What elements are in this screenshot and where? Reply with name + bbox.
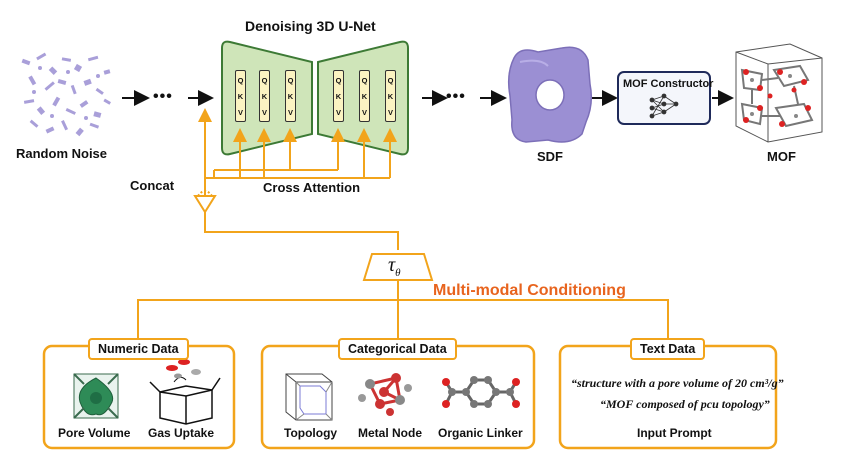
unet-title: Denoising 3D U-Net [245, 18, 376, 34]
pore-volume-label: Pore Volume [58, 426, 131, 440]
random-noise-label: Random Noise [16, 146, 108, 161]
organic-linker-icon [442, 376, 520, 408]
concat-dashes [197, 190, 213, 197]
mof-structure [735, 43, 823, 143]
gas-uptake-icon [149, 359, 221, 425]
topology-icon [285, 373, 333, 421]
input-prompt-label: Input Prompt [637, 426, 712, 440]
mof-constructor-label: MOF Constructor [623, 78, 714, 90]
pore-volume-icon [73, 373, 119, 419]
sdf-shape [507, 46, 593, 143]
dots-right: ••• [446, 88, 466, 105]
numeric-data-title: Numeric Data [88, 338, 189, 360]
tau-encoder-block [362, 253, 434, 281]
dots-left: ••• [153, 88, 173, 105]
organic-linker-label: Organic Linker [438, 426, 523, 440]
multimodal-title: Multi-modal Conditioning [433, 282, 626, 299]
neural-net-icon [649, 93, 679, 119]
categorical-data-title: Categorical Data [338, 338, 457, 360]
metal-node-label: Metal Node [358, 426, 423, 440]
random-noise-image [21, 52, 111, 137]
concat-funnel [193, 195, 217, 214]
topology-label: Topology [284, 426, 338, 440]
sdf-label: SDF [537, 149, 563, 164]
metal-node-icon [358, 373, 412, 416]
text-prompt-1: “structure with a pore volume of 20 cm³/… [571, 376, 784, 390]
mof-label: MOF [767, 149, 796, 164]
cross-attention-lines [137, 108, 669, 340]
gas-uptake-label: Gas Uptake [148, 426, 215, 440]
cross-attention-label: Cross Attention [263, 180, 361, 195]
text-prompt-2: “MOF composed of pcu topology” [600, 397, 770, 411]
text-data-title: Text Data [630, 338, 706, 360]
tau-symbol: τθ [388, 254, 401, 279]
concat-label: Concat [130, 178, 175, 193]
